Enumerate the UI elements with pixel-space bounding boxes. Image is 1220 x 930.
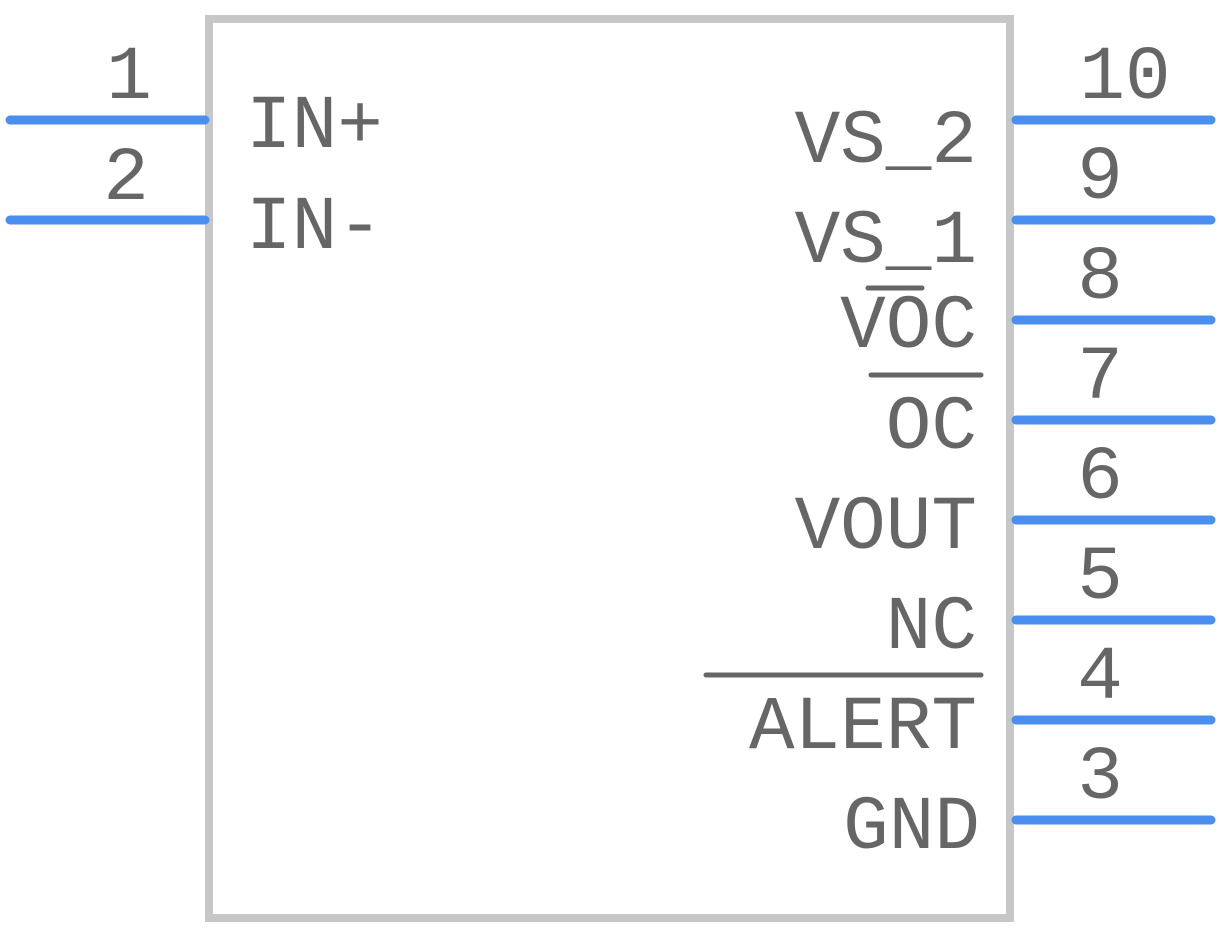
pin-8-label: VOC	[840, 284, 977, 370]
pin-6-label: VOUT	[795, 485, 977, 571]
pin-9-label: VS_1	[795, 199, 977, 285]
pin-2-number: 2	[103, 136, 149, 222]
pin-5-number: 5	[1077, 535, 1123, 621]
pin-8-number: 8	[1077, 235, 1123, 321]
pin-6-number: 6	[1077, 435, 1123, 521]
pin-3-label: GND	[843, 785, 980, 871]
pin-7-number: 7	[1077, 335, 1123, 421]
pin-5-label: NC	[886, 585, 977, 671]
pin-4-number: 4	[1077, 635, 1123, 721]
pin-4-label: ALERT	[749, 685, 977, 771]
pin-1-number: 1	[106, 35, 152, 121]
pin-3-number: 3	[1077, 735, 1123, 821]
pin-1-label: IN+	[246, 84, 383, 170]
pin-10-number: 10	[1079, 35, 1170, 121]
pin-2-label: IN-	[246, 185, 383, 271]
pin-10-label: VS_2	[795, 99, 977, 185]
component-body	[205, 15, 1014, 922]
pin-7-label: OC	[886, 385, 977, 471]
pin-9-number: 9	[1077, 135, 1123, 221]
